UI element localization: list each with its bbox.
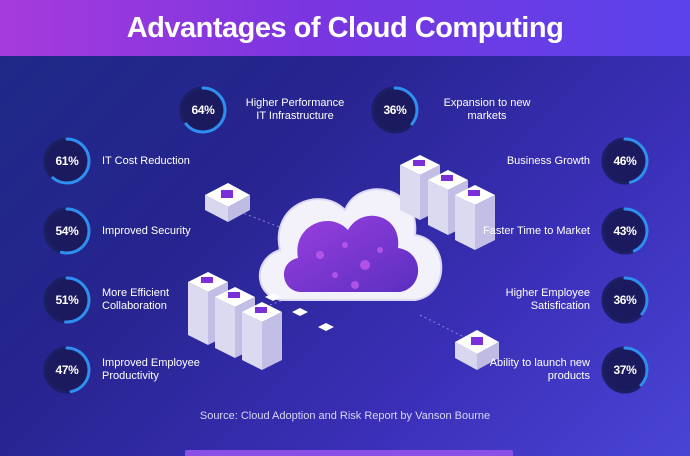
stat-label: Higher Performance IT Infrastructure (245, 97, 345, 122)
stat-label: Improved Employee Productivity (102, 357, 200, 382)
stat-item: 36% Expansion to new markets (370, 85, 542, 135)
progress-ring: 37% (600, 345, 650, 395)
progress-ring: 51% (42, 275, 92, 325)
progress-ring-arc (601, 137, 649, 185)
data-chip-icon (265, 293, 334, 331)
progress-ring: 46% (600, 136, 650, 186)
stat-label: Expansion to new markets (443, 97, 531, 122)
stat-label: Higher Employee Satisfication (505, 287, 590, 312)
progress-ring: 47% (42, 345, 92, 395)
percent-label: 36% (383, 103, 407, 117)
stat-item: 47% Improved Employee Productivity (42, 345, 212, 395)
progress-ring: 54% (42, 206, 92, 256)
stat-label: Improved Security (102, 224, 191, 237)
stat-item: 43% Faster Time to Market (483, 206, 650, 256)
percent-label: 43% (613, 224, 637, 238)
progress-ring-arc (371, 86, 419, 134)
stat-item: 54% Improved Security (42, 206, 191, 256)
progress-ring-arc (179, 86, 227, 134)
percent-label: 51% (55, 293, 79, 307)
progress-ring-arc (601, 207, 649, 255)
progress-ring: 43% (600, 206, 650, 256)
server-icon (455, 330, 499, 370)
percent-label: 46% (613, 154, 637, 168)
stat-label: More Efficient Collaboration (102, 287, 170, 312)
source-note: Source: Cloud Adoption and Risk Report b… (199, 410, 491, 422)
progress-ring: 64% (178, 85, 228, 135)
stat-item: 61% IT Cost Reduction (42, 136, 190, 186)
progress-ring-arc (43, 276, 91, 324)
percent-label: 61% (55, 154, 79, 168)
server-icon (205, 183, 250, 222)
header-banner: Advantages of Cloud Computing (0, 0, 690, 56)
page-title: Advantages of Cloud Computing (126, 12, 564, 44)
bottom-accent-bar (185, 450, 513, 456)
server-rack-icon (400, 155, 495, 250)
stat-item: 46% Business Growth (507, 136, 650, 186)
percent-label: 36% (613, 293, 637, 307)
percent-label: 54% (55, 224, 79, 238)
percent-label: 37% (613, 363, 637, 377)
progress-ring-arc (601, 346, 649, 394)
stat-item: 36% Higher Employee Satisfication (480, 275, 650, 325)
cloud-icon (258, 188, 443, 301)
stat-item: 51% More Efficient Collaboration (42, 275, 212, 325)
progress-ring: 36% (370, 85, 420, 135)
stat-label: Business Growth (506, 154, 590, 167)
progress-ring-arc (43, 346, 91, 394)
cloud-server-illustration (188, 155, 499, 370)
percent-label: 64% (191, 103, 215, 117)
stat-item: 37% Ability to launch new products (480, 345, 650, 395)
stat-item: 64% Higher Performance IT Infrastructure (178, 85, 350, 135)
progress-ring-arc (43, 137, 91, 185)
progress-ring: 36% (600, 275, 650, 325)
progress-ring-arc (43, 207, 91, 255)
progress-ring: 61% (42, 136, 92, 186)
stat-label: IT Cost Reduction (102, 154, 190, 167)
percent-label: 47% (55, 363, 79, 377)
progress-ring-arc (601, 276, 649, 324)
server-rack-icon (188, 272, 282, 370)
stat-label: Faster Time to Market (483, 224, 590, 237)
stat-label: Ability to launch new products (489, 357, 590, 382)
